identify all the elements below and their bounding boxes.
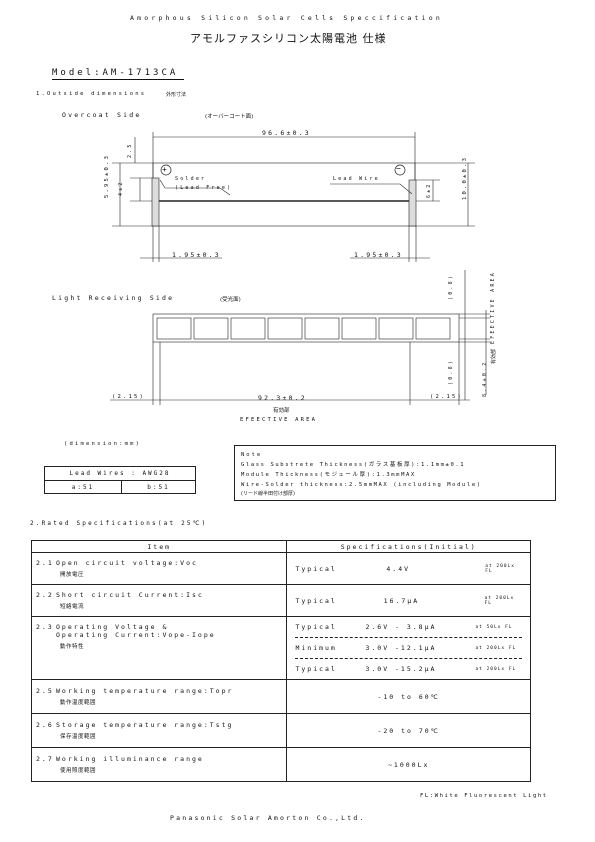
row-item: Working temperature range:Topr <box>56 687 234 695</box>
spec-condition: at 50Lx FL <box>475 624 513 630</box>
light-side-label-jp: (受光面) <box>220 297 241 303</box>
row-item: Working illuminance range <box>56 755 204 763</box>
spec-label: Typical <box>295 665 337 673</box>
dim-bottom-gap: (0.8) <box>448 358 454 385</box>
spec-value: 16.7μA <box>383 596 420 605</box>
row-item-jp: 使用照度範囲 <box>60 768 97 774</box>
lead-wire-label: Lead Wire <box>333 176 380 182</box>
solder-label: Solder <box>175 176 207 182</box>
dim-right-margin: (2.15) <box>430 394 464 400</box>
row-item-jp: 開放電圧 <box>60 572 85 578</box>
row-item-jp: 動作温度範囲 <box>60 700 97 706</box>
row-item-jp: 保存温度範囲 <box>60 734 97 740</box>
row-item: Storage temperature range:Tstg <box>56 721 234 729</box>
spec-label: Typical <box>295 596 337 605</box>
spec-condition: at 200Lx FL <box>485 563 515 574</box>
dim-effective-height: 8.4±0.2 <box>482 360 488 397</box>
lead-wire-a: a:51 <box>45 481 122 494</box>
row-number: 2.2 <box>36 591 54 599</box>
lead-wire-b: b:51 <box>147 484 170 491</box>
lead-wire-table: Lead Wires : AWG28 a:51 b:51 <box>44 466 196 494</box>
row-number: 2.1 <box>36 559 54 567</box>
spec-label: Minimum <box>295 644 337 652</box>
note-box: Note Glass Substrete Thickness(ガラス基板厚):1… <box>234 445 556 501</box>
spec-value: 2.6V - 3.8μA <box>365 623 437 631</box>
overcoat-label: Overcoat Side <box>62 111 142 119</box>
plus-sign: + <box>162 165 167 174</box>
lead-wire-header: Lead Wires : AWG28 <box>45 467 195 481</box>
spec-value: 3.0V -15.2μA <box>365 665 437 673</box>
row-item-jp: 動作特性 <box>60 644 85 650</box>
note-line-1: Glass Substrete Thickness(ガラス基板厚):1.1mm±… <box>241 462 466 468</box>
spec-value: ~1000Lx <box>286 747 531 782</box>
doc-title-en: Amorphous Silicon Solar Cells Speccifica… <box>130 14 443 22</box>
row-number: 2.3 <box>36 623 54 631</box>
dim-effective-width: 92.3±0.2 <box>258 394 307 402</box>
spec-label: Typical <box>295 623 337 631</box>
dim-lead-left: 1.95±0.3 <box>172 251 221 259</box>
section1-heading: 1.Outside dimensions <box>36 91 147 97</box>
note-line-3: Wire-Solder thickness:2.5mmMAX (includin… <box>241 482 482 488</box>
plus-terminal-icon <box>160 164 172 176</box>
spec-label: Typical <box>295 564 337 573</box>
minus-terminal-icon <box>394 164 406 176</box>
note-line-2: Module Thickness(モジュール厚):1.3mmMAX <box>241 472 416 478</box>
spec-value: -10 to 60℃ <box>286 679 531 714</box>
spec-condition: at 200Lx FL <box>475 645 517 651</box>
light-side-label: Light Receiving Side <box>52 294 175 302</box>
spec-condition: at 200Lx FL <box>475 666 517 672</box>
col-spec-header: Specifications(Initial) <box>286 540 531 553</box>
dim-width: 96.6±0.3 <box>262 129 311 137</box>
row-number: 2.5 <box>36 687 54 695</box>
model-number: Model:AM-1713CA <box>52 68 185 80</box>
row-item-jp: 短絡電流 <box>60 604 85 610</box>
minus-sign: − <box>396 164 401 173</box>
row-number: 2.6 <box>36 721 54 729</box>
spec-value: 3.0V -12.1μA <box>365 644 437 652</box>
dim-lead-right: 1.95±0.3 <box>354 251 403 259</box>
section2-heading: 2.Rated Specifications(at 25℃) <box>30 520 208 527</box>
row-item: Open circuit voltage:Voc <box>56 559 198 567</box>
spec-value: -20 to 70℃ <box>286 713 531 748</box>
doc-title-jp: アモルファスシリコン太陽電池 仕様 <box>190 32 387 45</box>
row-item: Short circuit Current:Isc <box>56 591 204 599</box>
light-module-outline <box>152 313 460 343</box>
row-item: Operating Voltage & <box>56 623 169 631</box>
row-item-line2: Operating Current:Vope-Iope <box>56 631 216 639</box>
company-footer: Panasonic Solar Amorton Co.,Ltd. <box>170 814 366 822</box>
footnote: FL:White Fluorescent Light <box>420 793 548 799</box>
row-number: 2.7 <box>36 755 54 763</box>
spec-condition: at 200Lx FL <box>484 595 515 606</box>
section1-heading-jp: 外形寸法 <box>166 92 187 98</box>
spec-value: 4.4V <box>386 564 411 573</box>
solder-sub-label: (Lead Free) <box>175 185 233 191</box>
effective-area-vertical: EFEECTIVE AREA <box>490 271 496 344</box>
overcoat-label-jp: (オーバーコート面) <box>205 114 254 120</box>
note-line-4: (リード線半田付け部厚) <box>241 491 295 497</box>
col-item-header: Item <box>30 540 288 553</box>
dim-top-gap: (0.8) <box>448 273 454 300</box>
note-title: Note <box>241 452 263 458</box>
dim-left-margin: (2.15) <box>112 394 146 400</box>
unit-note: (dimension:mm) <box>64 441 142 447</box>
effective-area-label: EFEECTIVE AREA <box>240 417 318 423</box>
effective-height-jp: 有効部 <box>491 348 497 364</box>
effective-width-jp: 有効部 <box>273 408 290 414</box>
